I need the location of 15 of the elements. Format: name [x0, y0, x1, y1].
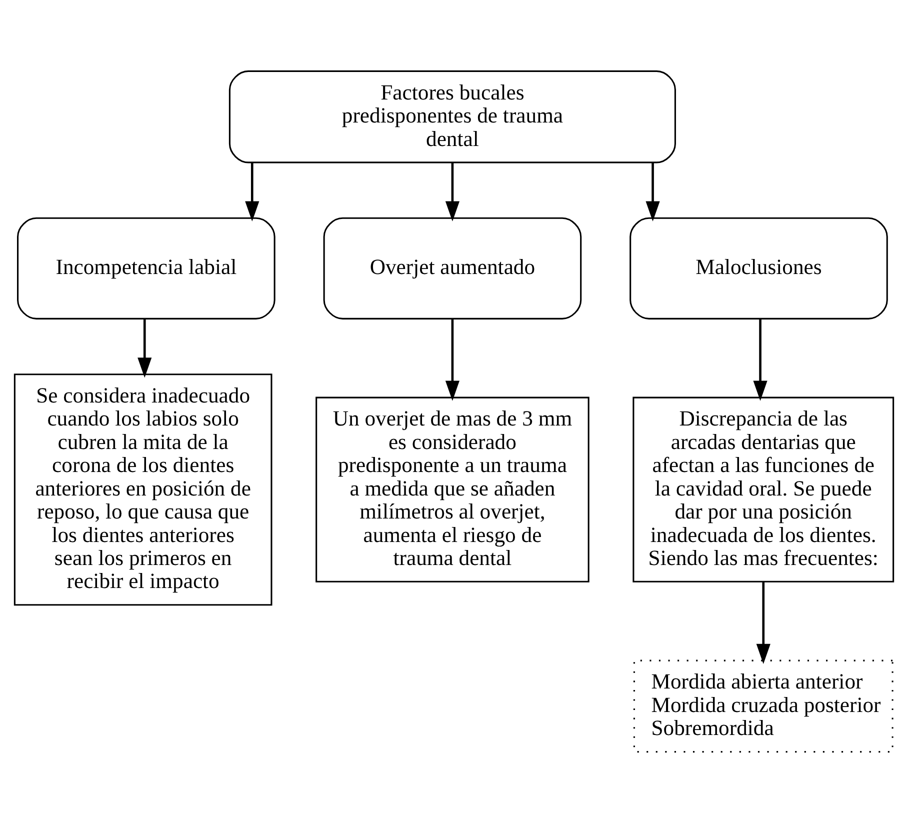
node-box: Mordida abierta anterior Mordida cruzada posterior Sobremordida [633, 660, 894, 753]
node-box: Factores bucales predisponentes de trauma dental [228, 70, 676, 164]
arrow [753, 319, 768, 401]
node-box: Incompetencia labial [17, 217, 276, 320]
node-box: Discrepancia de las arcadas dentarias que afectan a las funciones de la cavidad oral. Se puede dar por una posición inadecuada de los dientes. Siendo las mas frecuentes: [632, 396, 894, 582]
arrow [138, 319, 152, 378]
arrow [445, 162, 460, 222]
node-box: Un overjet de mas de 3 mm es considerado predisponente a un trauma a medida que se añaden milímetros al overjet, aumenta el riesgo de trauma dental [316, 396, 590, 582]
arrow [756, 582, 770, 664]
arrow [245, 162, 260, 222]
node-box: Maloclusiones [630, 217, 888, 320]
arrow [646, 162, 660, 222]
node-box: Se considera inadecuado cuando los labios solo cubren la mita de la corona de los dientes anteriores en posición de reposo, lo que causa que los dientes anteriores sean los primeros en recibir el impacto [14, 374, 272, 606]
node-box: Overjet aumentado [323, 217, 582, 320]
arrow [445, 319, 460, 401]
